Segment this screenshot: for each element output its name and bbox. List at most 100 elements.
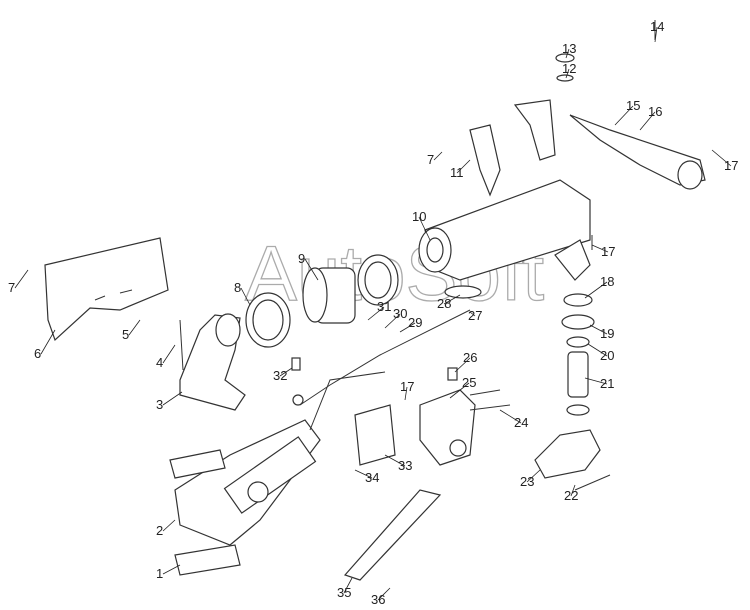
seal-28 bbox=[444, 285, 482, 299]
part-number-label-13: 13 bbox=[562, 41, 576, 56]
brackets-11 bbox=[469, 99, 556, 197]
clamp-8 bbox=[245, 292, 291, 348]
tube-21 bbox=[567, 351, 589, 398]
pipe-27 bbox=[299, 309, 471, 406]
leader-line bbox=[591, 244, 609, 253]
part-number-label-31: 31 bbox=[377, 299, 391, 314]
part-number-label-20: 20 bbox=[600, 348, 614, 363]
leader-line bbox=[587, 343, 608, 357]
leader-line bbox=[162, 344, 176, 364]
leader-line bbox=[240, 287, 251, 306]
part-number-label-14: 14 bbox=[650, 19, 664, 34]
bolt bbox=[179, 319, 184, 371]
part-number-label-15: 15 bbox=[626, 98, 640, 113]
leader-line bbox=[443, 294, 461, 305]
leader-line bbox=[589, 324, 608, 335]
leader-line bbox=[40, 329, 56, 355]
part-number-label-10: 10 bbox=[412, 209, 426, 224]
leader-line bbox=[279, 367, 293, 377]
part-number-label-21: 21 bbox=[600, 376, 614, 391]
part-number-label-2: 2 bbox=[156, 523, 163, 538]
leader-line bbox=[404, 386, 408, 401]
part-number-label-28: 28 bbox=[437, 296, 451, 311]
part-number-label-17: 17 bbox=[724, 158, 738, 173]
part-number-label-16: 16 bbox=[648, 104, 662, 119]
part-number-label-17: 17 bbox=[400, 379, 414, 394]
part-number-label-1: 1 bbox=[156, 566, 163, 581]
leader-line bbox=[377, 587, 391, 601]
gasket-1 bbox=[174, 544, 241, 576]
part-number-label-24: 24 bbox=[514, 415, 528, 430]
flange-19 bbox=[561, 314, 595, 330]
leader-line bbox=[367, 306, 385, 321]
part-number-label-3: 3 bbox=[156, 397, 163, 412]
leader-line bbox=[304, 258, 319, 281]
part-number-label-7: 7 bbox=[8, 280, 15, 295]
heat-shield bbox=[44, 237, 169, 342]
leader-line bbox=[418, 216, 431, 241]
bolts bbox=[291, 20, 656, 491]
part-number-label-32: 32 bbox=[273, 368, 287, 383]
part-number-label-23: 23 bbox=[520, 474, 534, 489]
part-number-label-8: 8 bbox=[234, 280, 241, 295]
part-number-label-5: 5 bbox=[122, 327, 129, 342]
gasket-2 bbox=[169, 449, 226, 479]
leader-line bbox=[570, 484, 576, 497]
part-number-label-22: 22 bbox=[564, 488, 578, 503]
part-number-label-35: 35 bbox=[337, 585, 351, 600]
part-number-label-27: 27 bbox=[468, 308, 482, 323]
egr-cooler bbox=[418, 179, 591, 281]
leader-line bbox=[128, 319, 141, 336]
leader-line bbox=[449, 382, 470, 399]
leader-line bbox=[469, 311, 476, 317]
clamp-top bbox=[357, 254, 399, 306]
leader-line bbox=[456, 159, 471, 174]
outlet-pipe bbox=[569, 114, 706, 190]
pipe-small bbox=[309, 371, 386, 431]
elbow-pipe bbox=[179, 313, 246, 411]
part-number-label-29: 29 bbox=[408, 315, 422, 330]
cooler-outlet bbox=[554, 239, 591, 281]
leader-line bbox=[565, 68, 570, 79]
leader-line bbox=[711, 149, 732, 167]
part-number-label-19: 19 bbox=[600, 326, 614, 341]
leader-line bbox=[14, 269, 29, 289]
leader-line bbox=[454, 357, 471, 373]
part-number-label-7: 7 bbox=[427, 152, 434, 167]
leader-line bbox=[584, 377, 608, 385]
pump-25 bbox=[419, 389, 476, 466]
leader-line bbox=[639, 111, 656, 131]
elbow-23 bbox=[534, 429, 601, 479]
bellows-9 bbox=[302, 267, 356, 324]
part-number-label-30: 30 bbox=[393, 306, 407, 321]
part-number-label-18: 18 bbox=[600, 274, 614, 289]
leader-line bbox=[499, 409, 522, 424]
part-number-label-26: 26 bbox=[463, 350, 477, 365]
part-number-label-17: 17 bbox=[601, 244, 615, 259]
part-number-label-12: 12 bbox=[562, 61, 576, 76]
leader-line bbox=[384, 454, 406, 467]
leader-line bbox=[354, 469, 373, 479]
egr-valve bbox=[174, 419, 321, 546]
plate-33 bbox=[354, 404, 396, 466]
leader-line bbox=[399, 322, 416, 333]
leader-line bbox=[384, 313, 401, 329]
part-number-label-6: 6 bbox=[34, 346, 41, 361]
leader-line bbox=[584, 281, 608, 299]
leader-line bbox=[614, 105, 634, 126]
leader-line bbox=[162, 519, 176, 532]
part-number-label-11: 11 bbox=[450, 165, 464, 180]
bracket-35 bbox=[343, 489, 442, 581]
part-number-label-25: 25 bbox=[462, 375, 476, 390]
leader-line bbox=[654, 26, 658, 43]
oring-20 bbox=[566, 336, 590, 348]
oring bbox=[566, 404, 590, 416]
seal-18 bbox=[563, 293, 593, 307]
leader-line bbox=[565, 48, 570, 59]
leader-line bbox=[162, 391, 183, 406]
leader-line bbox=[526, 469, 541, 483]
leader-line bbox=[433, 151, 443, 161]
part-number-label-34: 34 bbox=[365, 470, 379, 485]
part-number-label-33: 33 bbox=[398, 458, 412, 473]
